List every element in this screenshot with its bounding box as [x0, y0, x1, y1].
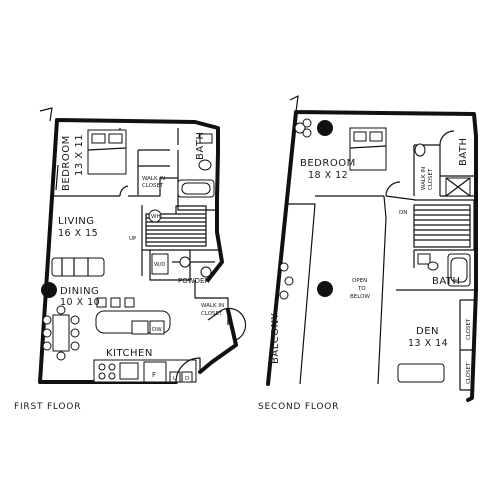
- stairs-down-label: DN: [399, 210, 407, 216]
- second-floor-plan: [266, 95, 478, 402]
- second-floor-column-top: [317, 120, 333, 136]
- cabinet-u-label: U: [173, 376, 177, 382]
- fridge-label: F: [152, 371, 156, 379]
- first-bath-label: BATH: [195, 131, 206, 160]
- powder-label: POWDER: [178, 277, 209, 285]
- second-floor-column-middle: [317, 281, 333, 297]
- dining-label: DINING: [60, 286, 99, 297]
- den-size: 13 X 14: [408, 338, 448, 349]
- second-floor-upper-toilet: [414, 143, 426, 157]
- second-floor-bed: [349, 127, 387, 171]
- upper-bath-label: BATH: [458, 137, 469, 166]
- second-floor-exterior-wall: [266, 110, 478, 402]
- dishwasher-label: DW: [152, 327, 162, 333]
- second-closet-label-line2: CLOSET: [201, 311, 223, 317]
- open-to-below-line1: OPEN: [352, 278, 367, 284]
- first-closet-label-line1: WALK IN: [142, 176, 165, 182]
- den-sofa: [397, 363, 445, 383]
- closet-upper-label: CLOSET: [466, 318, 472, 340]
- first-bedroom-label: BEDROOM: [61, 135, 72, 191]
- first-floor-stairs: [145, 205, 207, 247]
- kitchen-label: KITCHEN: [106, 348, 153, 359]
- living-sofa: [51, 257, 105, 277]
- water-heater: [148, 209, 162, 223]
- first-closet-label-line2: CLOSET: [142, 183, 164, 189]
- first-bedroom-size: 13 X 11: [74, 134, 85, 176]
- den-label: DEN: [416, 326, 439, 337]
- lower-bath-label: BATH: [432, 276, 461, 287]
- water-heater-label: WH: [151, 214, 161, 220]
- dishwasher: [149, 320, 165, 335]
- second-closet-line2: CLOSET: [428, 168, 434, 190]
- second-closet-line1: WALK IN: [421, 167, 427, 190]
- second-closet-label-line1: WALK IN: [201, 303, 224, 309]
- living-label: LIVING: [58, 216, 95, 227]
- first-floor-caption: FIRST FLOOR: [14, 402, 81, 412]
- closet-lower-label: CLOSET: [466, 362, 472, 384]
- bar-stools: [96, 297, 135, 308]
- washer-dryer: [151, 253, 169, 275]
- open-to-below-line3: BELOW: [350, 294, 370, 300]
- first-floor-bed: [87, 129, 127, 175]
- second-bedroom-label: BEDROOM: [300, 158, 356, 169]
- cabinet-d-label: D: [185, 376, 189, 382]
- first-floor-column: [41, 282, 57, 298]
- stairs-up-label: UP: [129, 236, 137, 242]
- plant-icon: [294, 118, 312, 138]
- dining-table: [42, 305, 80, 361]
- living-size: 16 X 15: [58, 228, 98, 239]
- first-floor-plan: [38, 107, 247, 384]
- second-bedroom-size: 18 X 12: [308, 170, 348, 181]
- second-floor-caption: SECOND FLOOR: [258, 402, 339, 412]
- first-floor-toilet: [198, 159, 212, 171]
- balcony-chairs: [279, 262, 294, 300]
- open-to-below-line2: TO: [357, 286, 366, 292]
- balcony-label: BALCONY: [270, 312, 281, 364]
- second-floor-stairs: [413, 204, 471, 248]
- washer-dryer-label: W/D: [154, 262, 166, 268]
- dining-size: 10 X 10: [60, 297, 100, 308]
- kitchen-counter: [93, 359, 197, 383]
